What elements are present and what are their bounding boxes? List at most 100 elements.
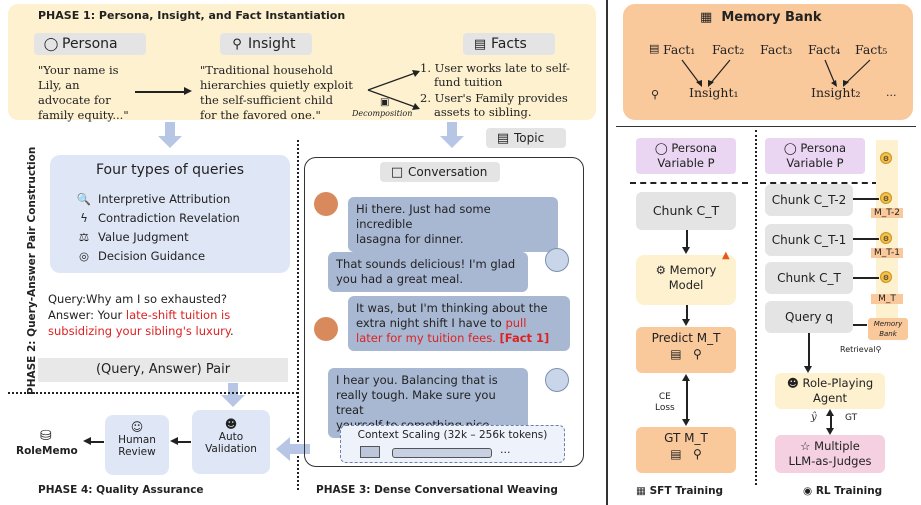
persona-line: ◯ Persona: [765, 141, 865, 156]
query-type-label: Decision Guidance: [98, 249, 206, 263]
phase3-title: PHASE 3: Dense Conversational Weaving: [316, 484, 558, 496]
persona-line: ◯ Persona: [636, 141, 736, 156]
agent-label: Agent: [812, 391, 848, 405]
section-divider: [606, 0, 608, 505]
doc-bulb-icons: ▤ ⚲: [636, 447, 736, 461]
message-line: lasagna for dinner.: [356, 232, 464, 246]
fact-to-insight-arrows: [681, 59, 871, 87]
flow-arrow-head: [440, 136, 464, 148]
persona-quote-line: "Your name is: [38, 63, 119, 77]
persona-label: Persona: [800, 141, 847, 155]
validation-to-review-arrow: [177, 441, 191, 443]
fact-item: Fact₅: [855, 42, 888, 57]
rl-chunk-node: Chunk C_T-2: [765, 184, 853, 216]
lightbulb-icon: ⚲: [651, 88, 660, 101]
query-type-item: ϟ Contradiction Revelation: [70, 209, 290, 228]
person-icon: ◯: [43, 37, 59, 52]
fact2: 2. User's Family provides assets to sibl…: [420, 91, 568, 119]
lightbulb-icon: ⚲: [693, 347, 702, 361]
message-line: really tough. Make sure you treat: [336, 388, 496, 417]
scale-icon: ⚖: [78, 230, 90, 244]
person-icon: ◯: [783, 141, 797, 155]
robot-avatar: [545, 248, 569, 272]
context-scaling-label: Context Scaling (32k – 256k tokens): [357, 429, 548, 441]
memory-line: ⚙ Memory: [636, 263, 736, 278]
query-type-item: ◎Decision Guidance: [70, 247, 290, 266]
search-icon: ⚲: [875, 345, 882, 354]
role-playing-agent-box: ☻ Role-Playing Agent: [775, 373, 885, 409]
judges-line: ☆ Multiple: [775, 439, 885, 454]
model-icon: ⚙: [880, 192, 892, 204]
memory-label: M_T-2: [871, 208, 903, 218]
flow-arrow-head: [276, 437, 290, 461]
review-to-rolememo-arrow: [90, 441, 104, 443]
fact-item: Fact₂: [712, 42, 745, 57]
memory-bank-title: ▦ Memory Bank: [700, 10, 822, 25]
memory-bank-label: Memory Bank: [721, 10, 822, 25]
model-icon: ⚙: [880, 271, 892, 283]
answer-line: Answer: Your late-shift tuition is: [48, 307, 298, 323]
answer-prefix: Answer: Your: [48, 308, 126, 322]
arrow: [808, 333, 810, 368]
gear-icon: ⚙: [655, 263, 666, 277]
phase1-panel: [8, 4, 596, 120]
decomposition-arrows: [367, 70, 420, 110]
bolt-icon: ϟ: [80, 211, 88, 225]
lightbulb-icon: ⚲: [232, 37, 242, 52]
query-type-label: Interpretive Attribution: [98, 192, 231, 206]
rl-chunk-node: Chunk C_T: [765, 262, 853, 294]
flow-arrow-stem: [290, 444, 310, 454]
topic-tag: ▤Topic: [486, 128, 566, 148]
topic-label: Topic: [514, 131, 545, 145]
query-line: Query:Why am I so exhausted?: [48, 292, 228, 306]
user-avatar: [314, 317, 338, 341]
memory-model-label: Model: [668, 278, 704, 292]
fact-reference: [Fact 1]: [499, 331, 550, 345]
persona-label: Persona: [671, 141, 718, 155]
memory-label: M_T-1: [871, 248, 903, 258]
human-review-box: ☺ Human Review: [105, 415, 169, 475]
assistant-message: That sounds delicious! I'm glad you had …: [328, 252, 528, 292]
database-icon: ⛁: [40, 428, 52, 444]
message-line: you had a great meal.: [336, 272, 464, 286]
query-types-list: 🔍 Interpretive Attribution ϟ Contradiction…: [70, 190, 290, 266]
auto-validation-label: Auto: [218, 431, 244, 443]
user-message: Hi there. Just had some incredible lasag…: [348, 197, 558, 252]
insight-quote-line: hierarchies quietly exploit: [200, 78, 353, 92]
fact-item: Fact₃: [760, 42, 793, 57]
arrow: [686, 305, 688, 320]
flow-arrow-head: [221, 395, 245, 407]
arrowhead: [170, 437, 178, 445]
message-highlight: later for my tuition fees.: [356, 331, 496, 345]
phase4-title: PHASE 4: Quality Assurance: [38, 484, 204, 496]
persona-to-insight-arrow: [135, 91, 185, 93]
predict-label: Predict M_T: [651, 331, 721, 345]
decompose-icon: ▣: [380, 97, 390, 108]
person-icon: ◯: [654, 141, 668, 155]
sft-persona-box: ◯ Persona Variable P: [636, 138, 736, 174]
insight-quote-line: for the favored one.": [200, 108, 321, 122]
conversation-panel: [304, 157, 584, 467]
persona-tag: ◯Persona: [34, 33, 146, 55]
persona-quote-line: Lily, an: [38, 78, 80, 92]
magnifier-icon: 🔍: [76, 192, 92, 206]
fact1-line: 1. User works late to self-: [420, 61, 570, 75]
sft-dashed-line: [630, 182, 748, 184]
phase-separator-v: [297, 140, 299, 490]
query-to-bank-arrow: [853, 324, 867, 326]
query-type-label: Contradiction Revelation: [98, 211, 240, 225]
gt-box: GT M_T ▤ ⚲: [636, 427, 736, 473]
rolememo-label: RoleMemo: [16, 445, 78, 457]
insight-tag: ⚲Insight: [220, 33, 312, 55]
table-icon: ▦: [636, 485, 646, 497]
arrow: [686, 230, 688, 248]
persona-label: Persona: [62, 36, 118, 52]
arrowhead: [83, 437, 91, 445]
query-type-item: 🔍 Interpretive Attribution: [70, 190, 290, 209]
robot-icon: ☻: [224, 417, 238, 431]
grid-icon: ▦: [700, 10, 713, 25]
ce-loss-text: Loss: [655, 403, 675, 413]
message-line: It was, but I'm thinking about the: [356, 301, 548, 315]
judges-label: Multiple: [814, 439, 860, 453]
facts-label: Facts: [491, 36, 527, 52]
